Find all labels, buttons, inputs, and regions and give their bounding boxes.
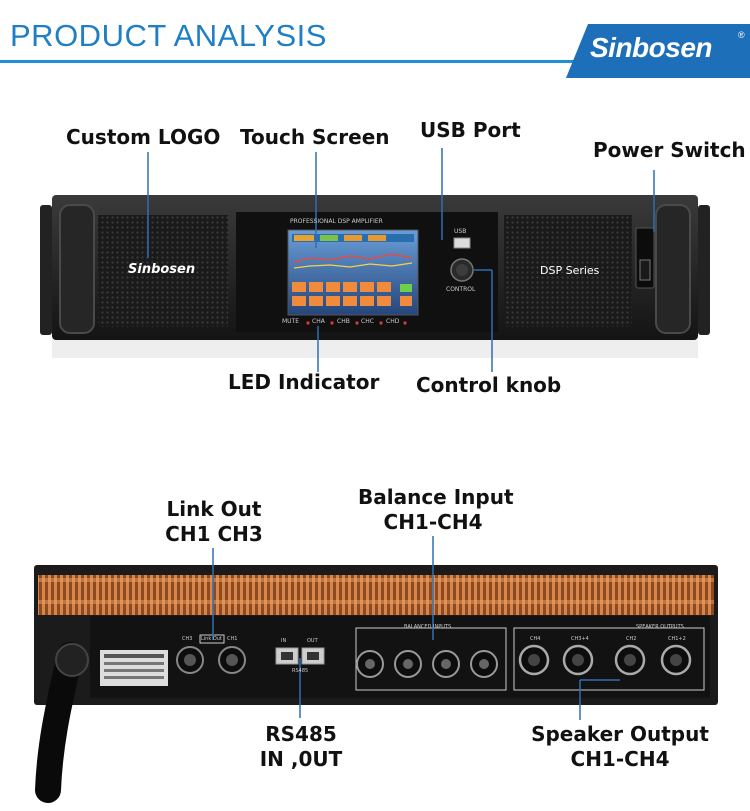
rear-balanced-inputs-label: BALANCED INPUTS <box>404 624 452 630</box>
rear-panel <box>34 536 718 803</box>
callout-speaker-output: Speaker Output CH1-CH4 <box>530 722 710 772</box>
callout-speaker-output-line2: CH1-CH4 <box>570 747 670 771</box>
led-label-chc: CHC <box>361 318 374 325</box>
screen-caption: PROFESSIONAL DSP AMPLIFIER <box>290 218 383 225</box>
callout-usb-port: USB Port <box>420 118 521 142</box>
rear-ch1-label: CH1 <box>227 636 238 642</box>
callout-led-indicator: LED Indicator <box>228 370 380 394</box>
header-rule <box>0 60 600 63</box>
brand-badge <box>566 24 750 78</box>
rear-ch4-label: CH4 <box>530 636 541 642</box>
brand-logo-text: Sinbosen <box>590 32 713 63</box>
callout-balance-input-line1: Balance Input <box>358 485 514 509</box>
rear-ch3-label: CH3 <box>182 636 193 642</box>
callout-link-out-line2: CH1 CH3 <box>165 522 263 546</box>
rear-ch34-label: CH3+4 <box>571 636 589 642</box>
usb-label: USB <box>454 228 467 235</box>
rear-ch12-label: CH1+2 <box>668 636 686 642</box>
front-logo-text: Sinbosen <box>128 262 196 277</box>
page-title: PRODUCT ANALYSIS <box>10 18 327 53</box>
rear-rs485-label: RS485 <box>292 668 309 674</box>
callout-touch-screen: Touch Screen <box>240 125 390 149</box>
callout-rs485-line2: IN ,0UT <box>259 747 343 771</box>
rear-out-label: OUT <box>307 638 318 644</box>
led-label-cha: CHA <box>312 318 325 325</box>
callout-link-out: Link Out CH1 CH3 <box>164 497 264 547</box>
led-label-chd: CHD <box>386 318 400 325</box>
callout-speaker-output-line1: Speaker Output <box>531 722 709 746</box>
callout-control-knob: Control knob <box>416 373 562 397</box>
brand-registered-mark: ® <box>738 30 745 40</box>
rear-in-label: IN <box>281 638 287 644</box>
front-panel <box>40 148 710 372</box>
callout-rs485: RS485 IN ,0UT <box>258 722 344 772</box>
led-label-chb: CHB <box>337 318 350 325</box>
callout-power-switch: Power Switch <box>593 138 746 162</box>
series-text: DSP Series <box>540 264 600 277</box>
led-label-mute: MUTE <box>282 318 300 325</box>
callout-link-out-line1: Link Out <box>166 497 262 521</box>
rear-ch2-label: CH2 <box>626 636 637 642</box>
callout-custom-logo: Custom LOGO <box>66 125 221 149</box>
callout-rs485-line1: RS485 <box>265 722 337 746</box>
control-label: CONTROL <box>446 286 476 293</box>
callout-balance-input-line2: CH1-CH4 <box>383 510 483 534</box>
callout-balance-input: Balance Input CH1-CH4 <box>358 485 514 535</box>
rear-speaker-outputs-label: SPEAKER OUTPUTS <box>636 624 684 630</box>
rear-linkout-label: Link Out <box>201 636 222 642</box>
